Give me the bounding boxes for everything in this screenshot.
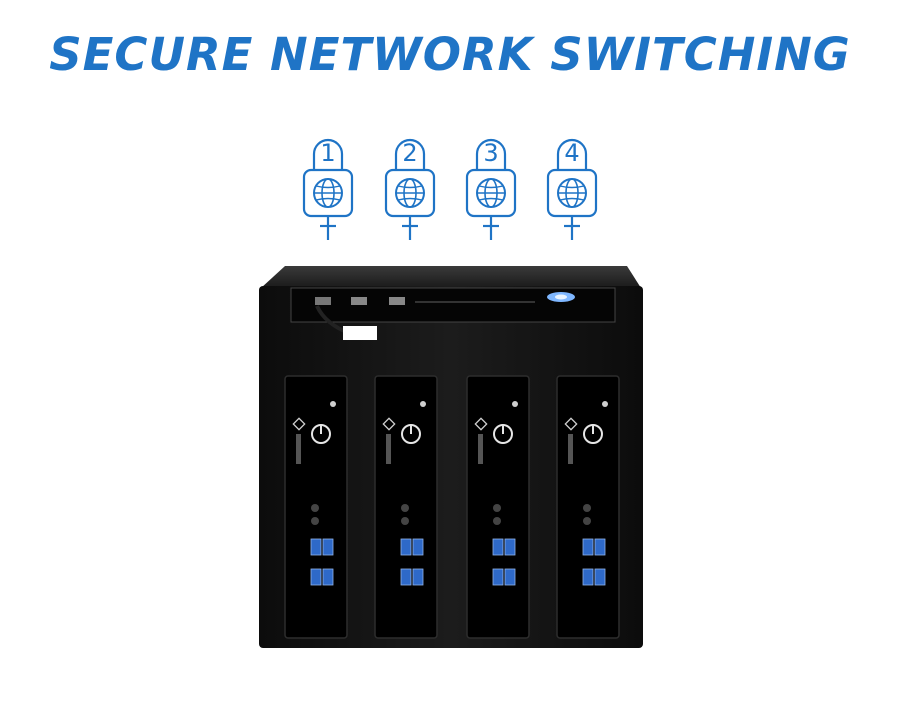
lock-number: 4	[564, 139, 579, 167]
module-3	[466, 375, 530, 639]
padlock-globe-icon: 4	[546, 138, 598, 240]
network-lock-1: 1	[298, 128, 358, 243]
network-lock-row: 1 2 3	[0, 128, 900, 248]
module-2	[374, 375, 438, 639]
network-lock-4: 4	[542, 128, 602, 243]
padlock-globe-icon: 2	[384, 138, 436, 240]
top-port	[315, 297, 331, 305]
chassis-device-image	[259, 266, 643, 648]
cable-tag	[343, 326, 377, 340]
module-4	[556, 375, 620, 639]
network-lock-2: 2	[380, 128, 440, 243]
lock-number: 3	[483, 139, 498, 167]
padlock-globe-icon: 1	[302, 138, 354, 240]
padlock-globe-icon: 3	[465, 138, 517, 240]
top-usb-port	[389, 297, 405, 305]
chassis-body	[259, 286, 643, 648]
module-1	[284, 375, 348, 639]
lock-number: 1	[320, 139, 335, 167]
chassis-top	[261, 266, 641, 288]
network-lock-3: 3	[461, 128, 521, 243]
top-usb-port	[351, 297, 367, 305]
page-title: SECURE NETWORK SWITCHING	[49, 28, 851, 81]
lock-number: 2	[402, 139, 417, 167]
